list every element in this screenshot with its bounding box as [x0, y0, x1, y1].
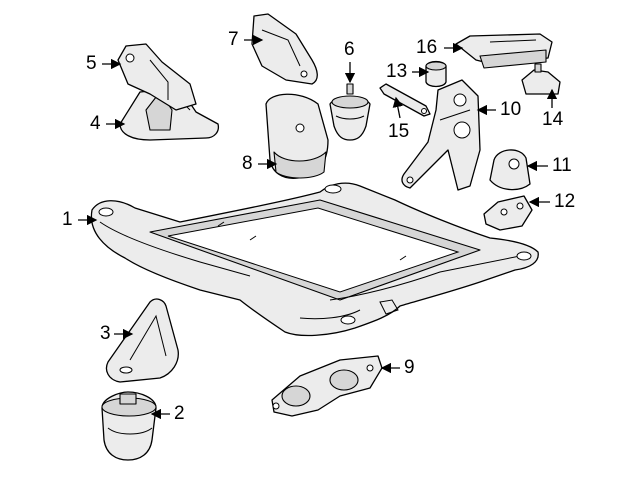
callout-1: 1 [62, 209, 73, 230]
callout-6: 6 [344, 39, 355, 60]
callout-13: 13 [386, 61, 408, 82]
callout-15: 15 [388, 121, 410, 142]
callout-10: 10 [500, 99, 522, 120]
callout-12: 12 [554, 191, 576, 212]
callout-2: 2 [174, 403, 185, 424]
part-2-mount [101, 391, 157, 461]
part-13-bushing [425, 60, 447, 88]
callout-8: 8 [242, 153, 253, 174]
callout-7: 7 [228, 29, 239, 50]
callout-16: 16 [416, 37, 438, 58]
part-7-bracket [251, 13, 318, 85]
part-12-bracket [483, 195, 533, 231]
callout-4: 4 [90, 113, 101, 134]
part-6-mount [329, 83, 371, 141]
part-3-bracket [105, 298, 179, 383]
callout-14: 14 [542, 109, 564, 130]
part-15-link [379, 83, 431, 117]
part-10-bracket [401, 79, 481, 191]
part-11-mount [489, 149, 531, 191]
callout-3: 3 [100, 323, 111, 344]
part-5-bracket [117, 43, 197, 111]
callout-9: 9 [404, 357, 415, 378]
part-9-mount [271, 355, 383, 417]
leader-lines [78, 34, 558, 420]
callout-5: 5 [86, 53, 97, 74]
callout-11: 11 [552, 155, 572, 176]
engine-cradle [90, 182, 539, 337]
part-8-mount [265, 93, 329, 179]
leader-15 [392, 96, 403, 119]
part-16-bracket [455, 33, 553, 69]
part-14-mount [521, 63, 561, 95]
